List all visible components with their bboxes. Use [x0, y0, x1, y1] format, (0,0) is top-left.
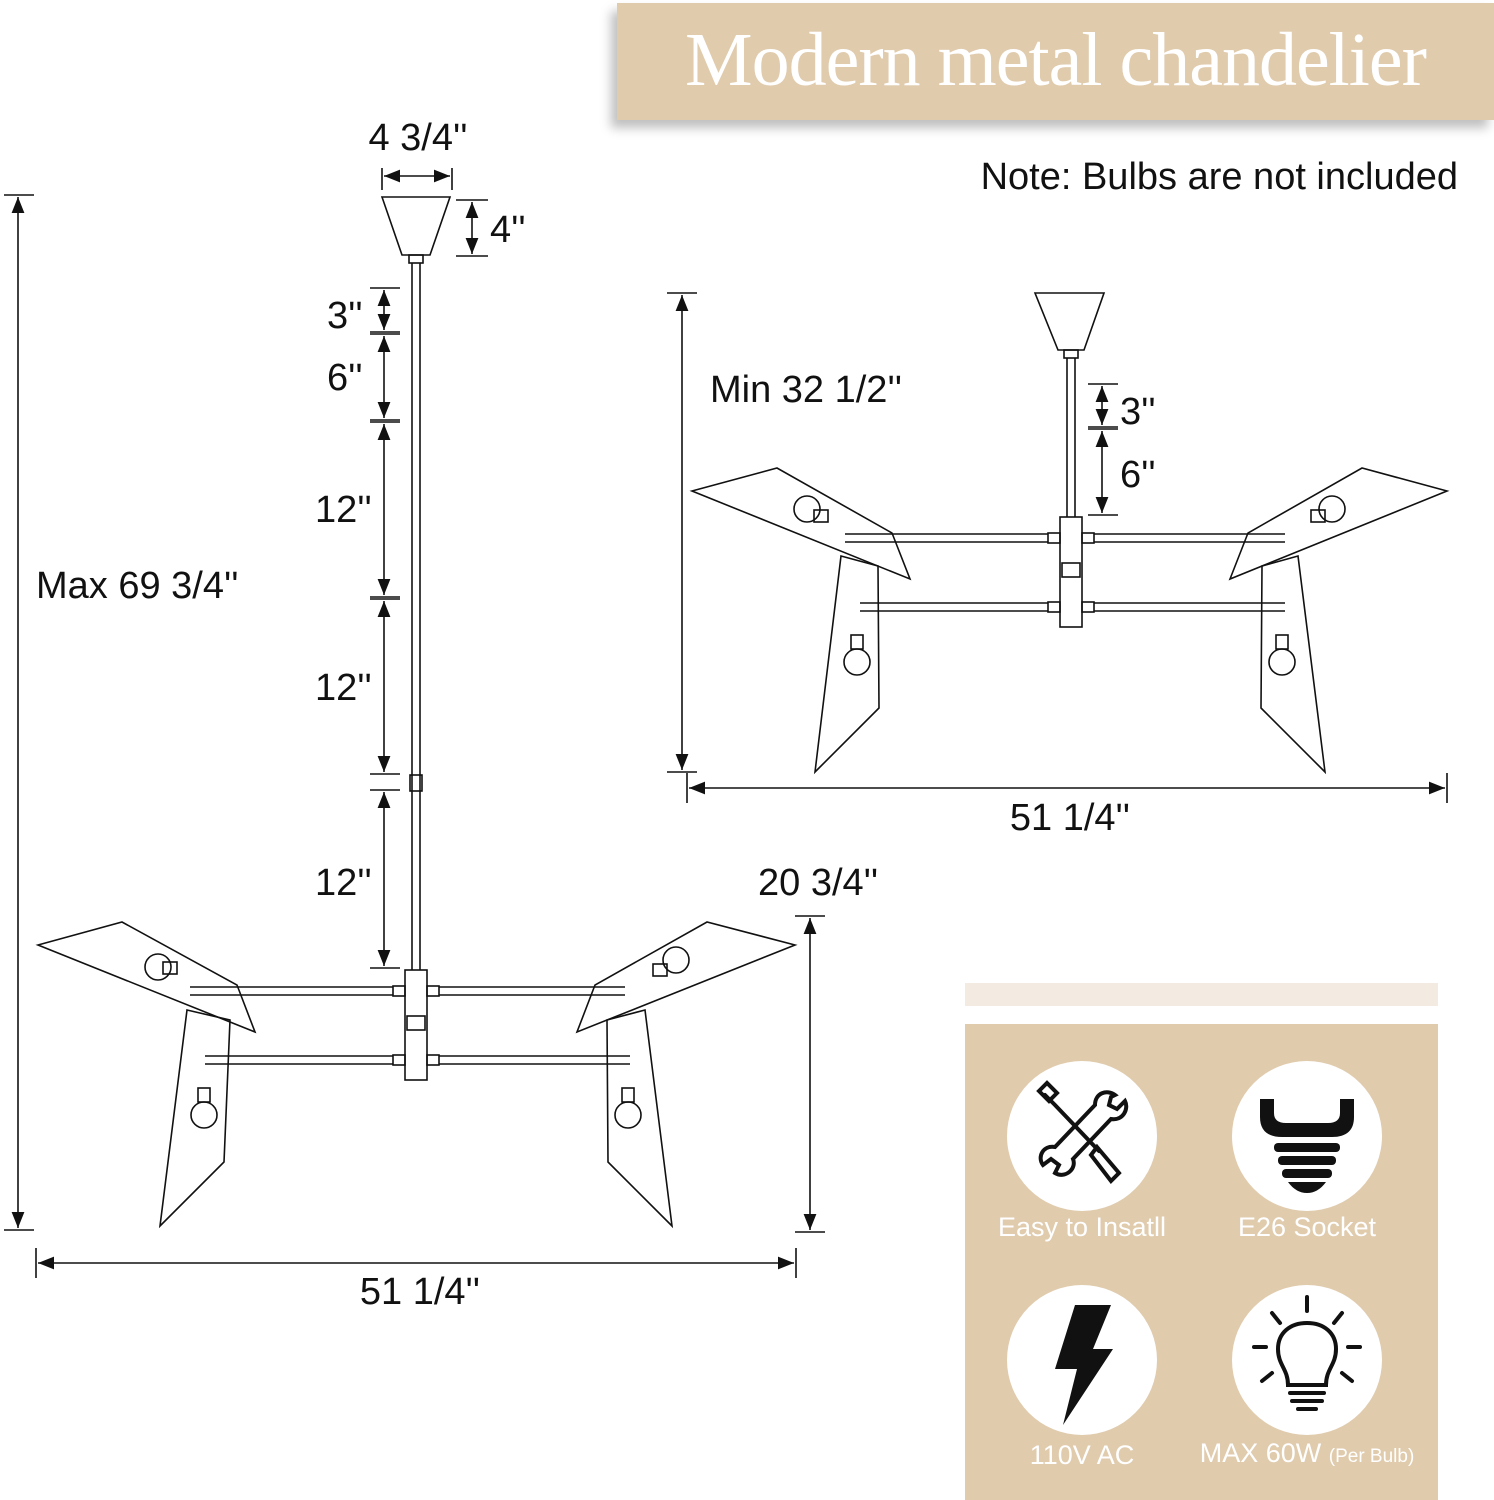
min-height-label: Min 32 1/2'' [710, 369, 902, 411]
feature-label-main: MAX 60W [1199, 1438, 1322, 1468]
feature-label: E26 Socket [1237, 1212, 1377, 1242]
rod-segment-label: 6'' [1120, 454, 1156, 496]
feature-voltage [1007, 1285, 1157, 1435]
compact-chandelier [689, 292, 1450, 775]
center-body [404, 969, 428, 1081]
width-label: 51 1/4'' [1010, 797, 1130, 839]
shade-upper-left [689, 467, 912, 581]
features-strip [965, 983, 1438, 1006]
page-title: Modern metal chandelier [685, 18, 1427, 102]
features-panel: Easy to Insatll E26 Socket 110V AC [965, 1024, 1438, 1500]
shade-lower-left [813, 554, 880, 775]
feature-e26-socket [1232, 1061, 1382, 1211]
bulbs-note: Note: Bulbs are not included [980, 156, 1458, 198]
bulb-icon [1252, 1295, 1362, 1411]
rod-segment-label: 12'' [315, 862, 372, 904]
rod-segment-label: 12'' [315, 667, 372, 709]
center-body [1059, 516, 1083, 628]
rod-segment-label: 6'' [327, 357, 363, 399]
shade-upper-left [35, 921, 257, 1034]
width-label: 51 1/4'' [360, 1271, 480, 1313]
feature-label: Easy to Insatll [997, 1212, 1167, 1242]
shade-lower-right [606, 1008, 674, 1229]
shade-upper-right [575, 921, 798, 1034]
canopy-width-label: 4 3/4'' [368, 117, 467, 159]
rod-segment-label: 3'' [327, 295, 363, 337]
max-height-label: Max 69 3/4'' [36, 565, 239, 607]
body-height-label: 20 3/4'' [758, 862, 878, 904]
shade-lower-right [1260, 554, 1327, 775]
rod-segment-label: 3'' [1120, 391, 1156, 433]
feature-label: MAX 60W (Per Bulb) [1187, 1438, 1427, 1469]
canopy-height-label: 4'' [490, 209, 526, 251]
feature-label: 110V AC [1029, 1440, 1135, 1470]
extended-chandelier [35, 196, 798, 1229]
canopy [380, 196, 452, 256]
shade-upper-right [1228, 467, 1450, 581]
title-banner: Modern metal chandelier [617, 3, 1494, 120]
feature-max-wattage [1232, 1285, 1382, 1435]
socket-icon [1260, 1099, 1354, 1193]
shade-lower-left [158, 1009, 231, 1229]
canopy [1033, 292, 1106, 351]
feature-label-sub: (Per Bulb) [1328, 1446, 1415, 1467]
feature-easy-install [1007, 1061, 1157, 1211]
rod-segment-label: 12'' [315, 489, 372, 531]
lightning-icon [1055, 1305, 1113, 1425]
tools-icon [1036, 1080, 1129, 1185]
